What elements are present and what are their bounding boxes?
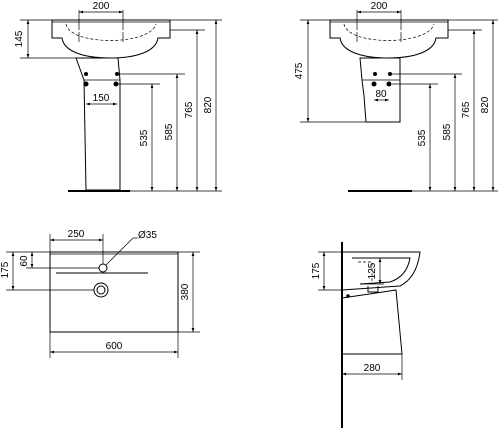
dim-total-height: 820 (203, 96, 214, 113)
dim-projection: 280 (364, 363, 381, 374)
dim-width: 600 (106, 341, 123, 352)
plan-view: 250 Ø35 175 60 380 600 (0, 229, 200, 358)
siphon-profile (367, 286, 379, 293)
dim-waste-spacing: 150 (93, 93, 110, 104)
tap-hole-leader (105, 237, 134, 266)
basin-plan-outline (49, 251, 179, 333)
bowl-dashed (65, 23, 157, 41)
dim-bowl-depth: 125 (367, 262, 378, 279)
dim-top-width: 200 (371, 1, 388, 12)
dim-edge-height: 175 (311, 262, 322, 279)
dim-edge-height: 175 (0, 261, 11, 278)
semi-pedestal-profile (341, 289, 403, 355)
tap-hole (98, 263, 108, 273)
dim-top-width: 200 (93, 1, 110, 12)
front-semi-pedestal-view: 200 475 80 535 585 765 820 (294, 1, 498, 192)
dim-tap-hole: Ø35 (138, 230, 157, 241)
waste-point-left (83, 81, 89, 87)
waste-point-right (386, 81, 392, 87)
bowl-dashed (343, 23, 435, 41)
waste-outlet-outer (93, 282, 109, 298)
front-pedestal-view: 200 145 150 535 585 765 820 (14, 1, 222, 192)
basin-outline (329, 19, 449, 59)
dim-depth: 380 (180, 283, 191, 300)
pedestal-column (75, 57, 121, 191)
dim-tap-depth: 60 (19, 255, 30, 267)
supply-point-left (84, 72, 88, 76)
supply-point-left (373, 72, 377, 76)
dim-waste-spacing: 80 (375, 89, 387, 100)
waste-point (346, 294, 350, 298)
dim-waste-height: 535 (417, 129, 428, 146)
dim-fixing-height: 475 (294, 62, 305, 79)
side-view: 175 125 280 (311, 242, 421, 428)
dim-top-height: 145 (14, 30, 25, 47)
waste-point-left (371, 81, 377, 87)
waste-outlet-inner (96, 285, 106, 295)
dim-supply-height: 585 (442, 123, 453, 140)
supply-point-right (388, 72, 392, 76)
dim-rim-height: 765 (461, 101, 472, 118)
dim-rim-height: 765 (184, 101, 195, 118)
basin-side-profile (341, 251, 421, 291)
dim-tap-offset: 250 (68, 229, 85, 240)
basin-outline (51, 19, 171, 59)
bowl-inner-profile (352, 257, 411, 285)
dim-total-height: 820 (480, 96, 491, 113)
waste-point-right (113, 81, 119, 87)
supply-point-right (115, 72, 119, 76)
dim-supply-height: 585 (164, 123, 175, 140)
dim-waste-height: 535 (139, 129, 150, 146)
